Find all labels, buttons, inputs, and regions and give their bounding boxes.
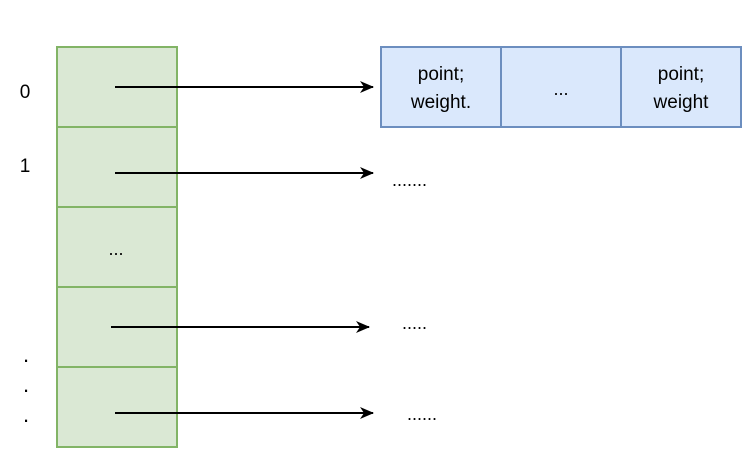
ellipsis-dot-middle: .	[23, 372, 29, 397]
list-node	[380, 46, 742, 128]
arrow-target-row-1: .......	[392, 170, 427, 190]
array-cell-4	[56, 366, 178, 448]
array-column	[56, 46, 178, 448]
list-node-left-line1: point;	[418, 64, 464, 85]
array-cell-2	[56, 206, 178, 288]
arrow-target-row-4: ......	[407, 404, 437, 424]
list-node-left-line2: weight.	[410, 92, 471, 113]
list-node-middle-label: ...	[553, 79, 568, 99]
list-node-right-box	[620, 46, 742, 128]
list-node-left-box	[380, 46, 502, 128]
list-node-middle-box	[500, 46, 622, 128]
list-node-right-line1: point;	[658, 64, 704, 85]
index-label-0: 0	[20, 82, 31, 103]
ellipsis-dot-top: .	[23, 342, 29, 367]
index-label-1: 1	[20, 156, 31, 177]
arrow-target-row-3: .....	[402, 313, 427, 333]
list-node-right-line2: weight	[653, 92, 710, 113]
ellipsis-dot-bottom: .	[23, 402, 29, 427]
array-cell-1	[56, 126, 178, 208]
array-cell-2-label: ...	[108, 239, 123, 259]
